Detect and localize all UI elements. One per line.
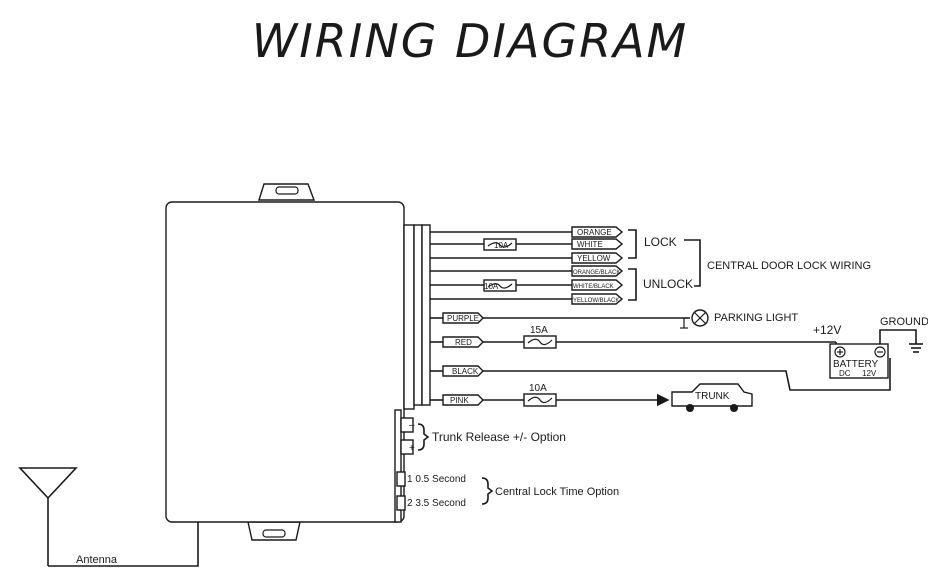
- plus12v-label: +12V: [813, 323, 841, 337]
- text-labels: 10A 10A 15A 10A ORANGE WHITE YELLOW ORAN…: [76, 228, 928, 566]
- brackets: [628, 229, 701, 301]
- fuse-lock: [483, 238, 517, 251]
- trunk-release-jumpers: [400, 417, 430, 455]
- tag-orange-label: ORANGE: [577, 228, 612, 237]
- tag-white-black: [571, 279, 624, 291]
- trunk-release-label: Trunk Release +/- Option: [432, 430, 566, 444]
- wire-tags: [442, 226, 624, 406]
- tag-purple: [442, 312, 484, 324]
- tag-orange-black-label: ORANGE/BLACK: [573, 270, 620, 276]
- opt1-label: 1 0.5 Second: [407, 474, 466, 485]
- fuse-pink-label: 10A: [529, 383, 547, 394]
- tag-yellow-black-label: YELLOW/BLACK: [573, 298, 619, 304]
- battery-12v-label: 12V: [862, 369, 877, 378]
- tag-orange-black: [571, 265, 624, 277]
- battery-dc-label: DC: [839, 369, 851, 378]
- fuse-unlock-label: 10A: [484, 282, 499, 291]
- tag-red-label: RED: [455, 338, 472, 347]
- page-title: WIRING DIAGRAM: [251, 14, 689, 68]
- control-module: [165, 183, 431, 541]
- tag-yellow-label: YELLOW: [577, 254, 611, 263]
- tag-white-label: WHITE: [577, 240, 603, 249]
- ground-label: GROUND: [880, 316, 928, 328]
- tag-white-black-label: WHITE/BLACK: [573, 284, 614, 290]
- tag-yellow-black: [571, 293, 624, 305]
- tag-red: [442, 336, 484, 348]
- central-door-lock-label: CENTRAL DOOR LOCK WIRING: [707, 260, 871, 272]
- tag-pink-label: PINK: [450, 396, 469, 405]
- fuse-red-label: 15A: [530, 325, 548, 336]
- opt2-label: 2 3.5 Second: [407, 498, 466, 509]
- trunk-plus-label: +: [409, 443, 415, 454]
- fuse-lock-label: 10A: [494, 241, 509, 250]
- lock-time-jumpers: [396, 471, 494, 511]
- tag-orange: [571, 226, 624, 238]
- tag-black-label: BLACK: [452, 367, 479, 376]
- parking-light: [680, 309, 709, 329]
- fuse-pink: [523, 393, 557, 407]
- tag-pink: [442, 394, 484, 406]
- antenna: [18, 467, 199, 567]
- fuse-unlock: [483, 279, 517, 292]
- trunk-minus-label: –: [409, 420, 415, 431]
- trunk-label: TRUNK: [695, 391, 730, 402]
- antenna-label: Antenna: [76, 554, 118, 566]
- trunk: [671, 383, 753, 412]
- central-lock-time-label: Central Lock Time Option: [495, 486, 619, 498]
- fuse-red: [523, 335, 557, 349]
- battery: [829, 343, 889, 379]
- tag-purple-label: PURPLE: [447, 314, 479, 323]
- parking-light-label: PARKING LIGHT: [714, 312, 798, 324]
- tag-black: [442, 365, 484, 377]
- tag-white: [571, 238, 624, 250]
- lock-label: LOCK: [644, 235, 677, 249]
- tag-yellow: [571, 252, 624, 264]
- battery-label: BATTERY: [833, 359, 879, 370]
- unlock-label: UNLOCK: [643, 277, 693, 291]
